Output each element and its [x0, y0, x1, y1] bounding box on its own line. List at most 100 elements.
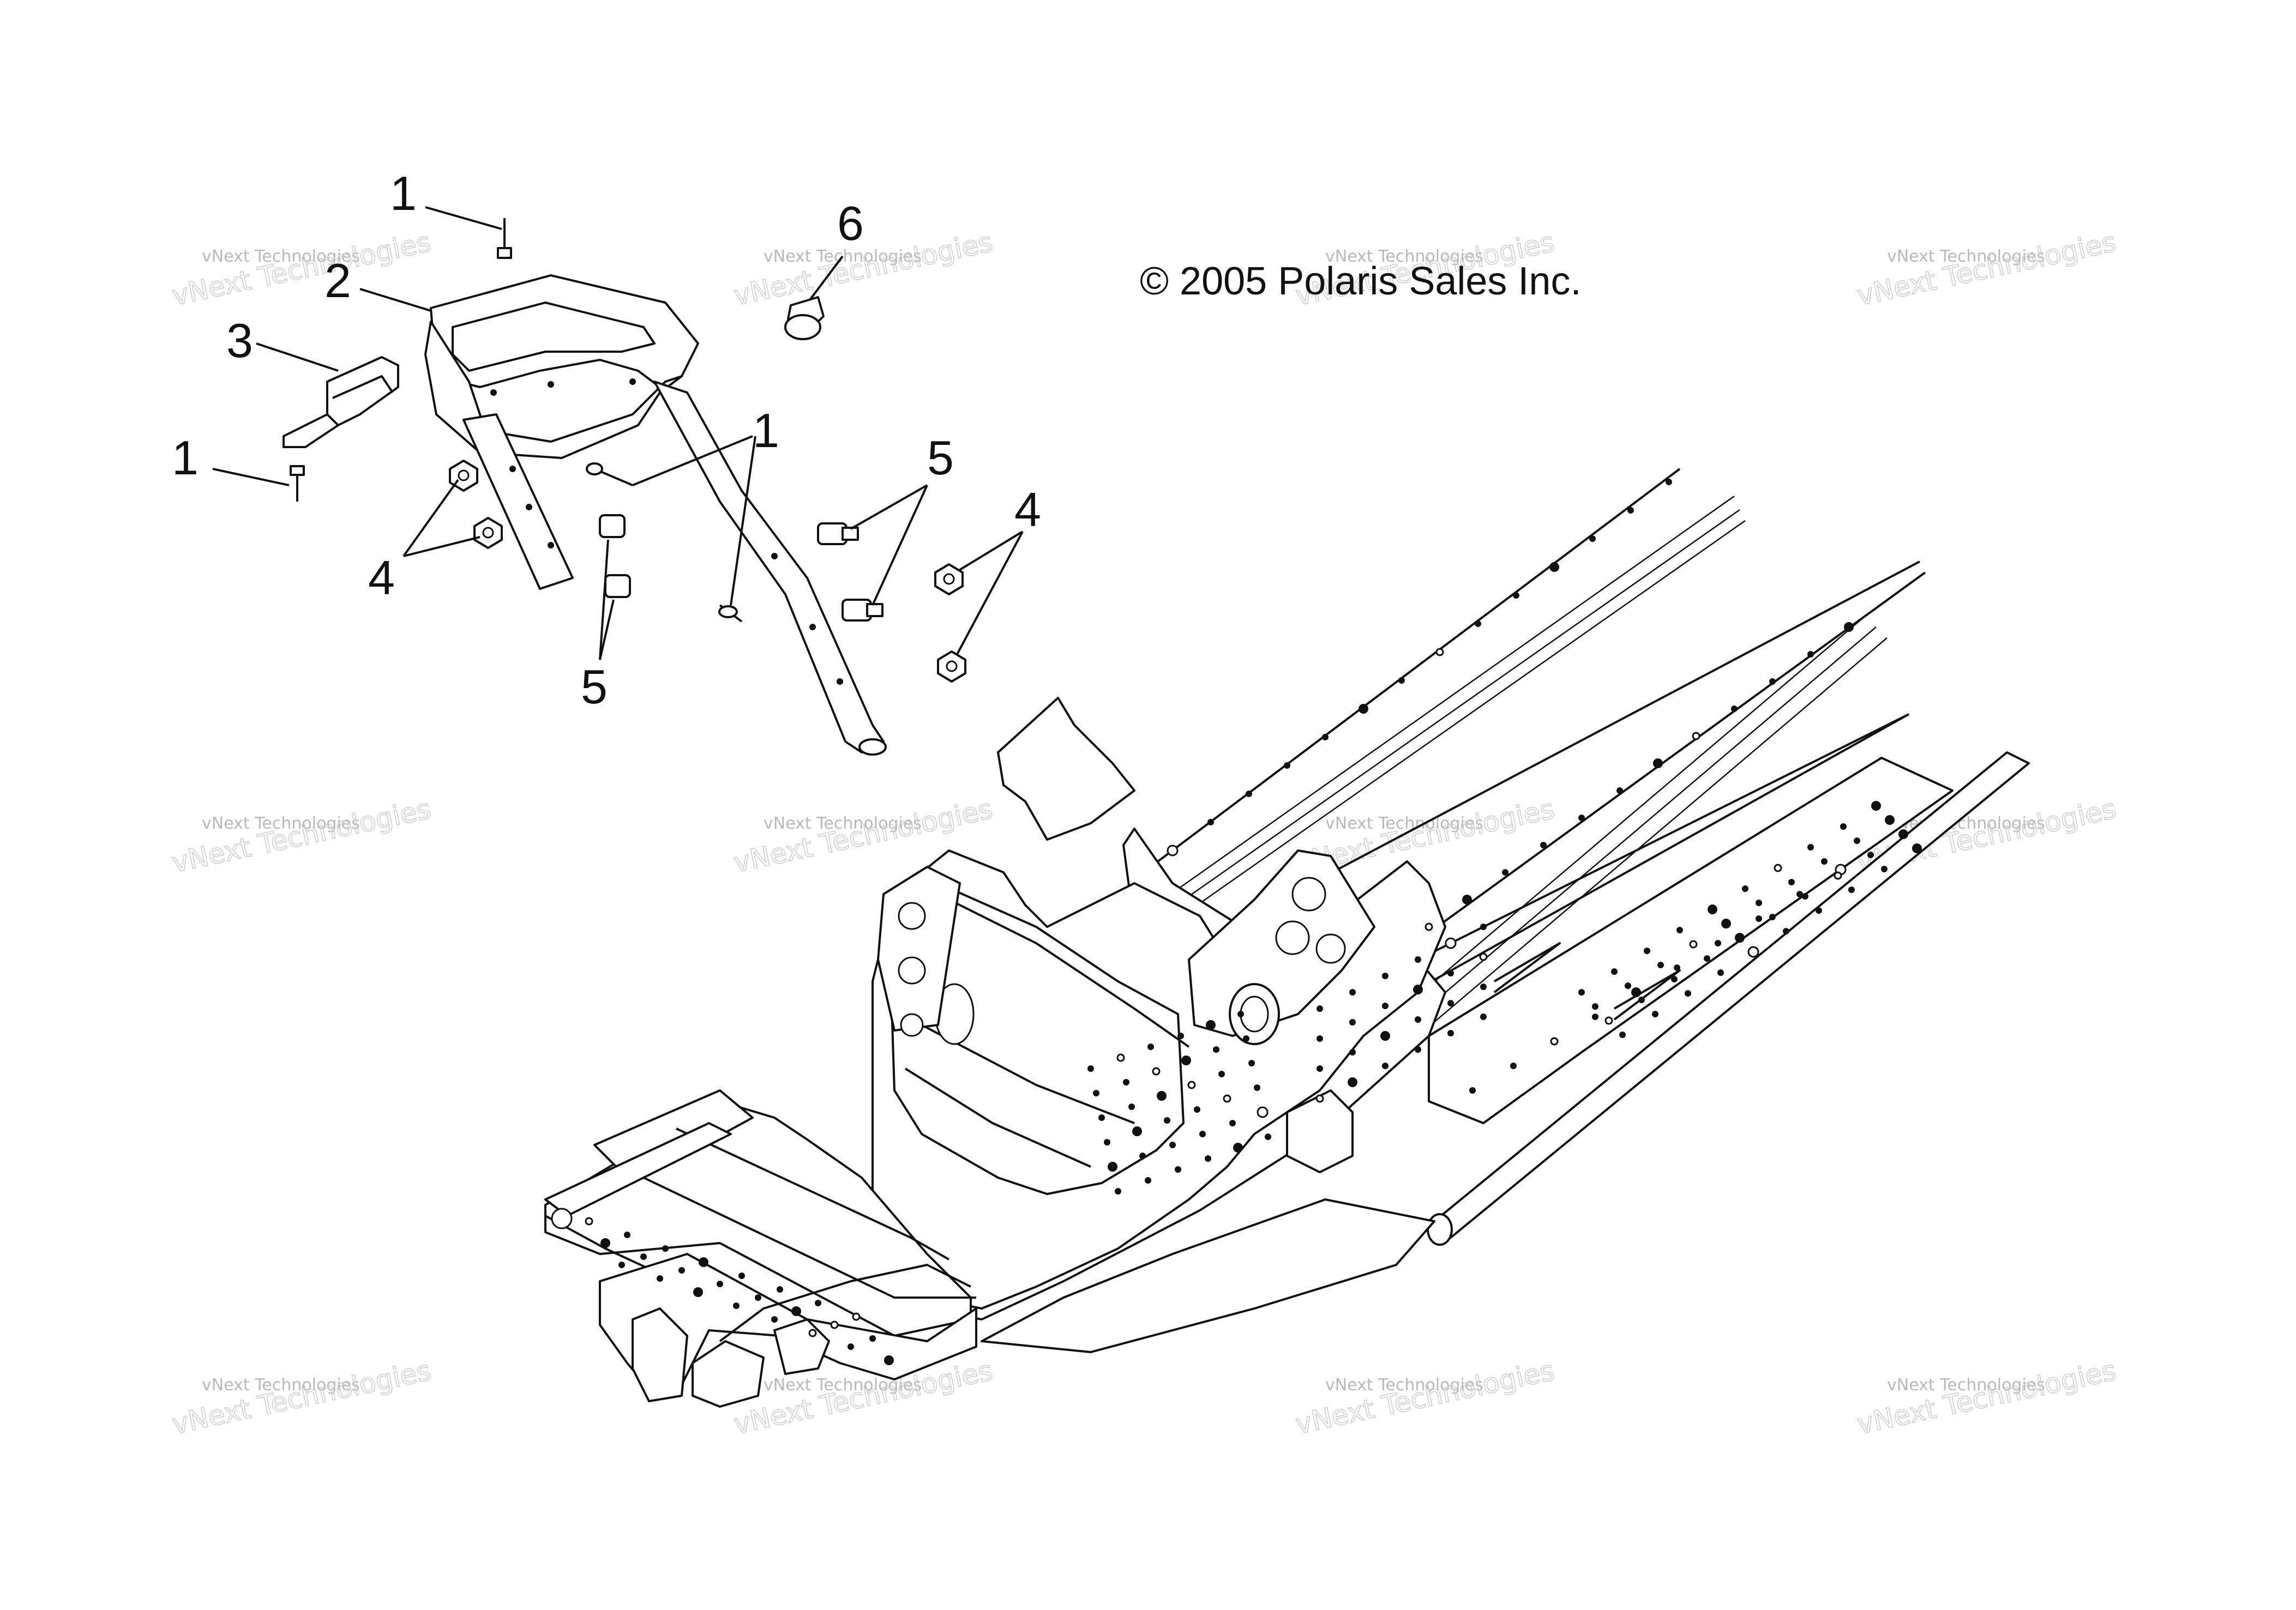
rivet-hole [717, 1281, 723, 1287]
leader-2 [359, 288, 431, 312]
bolt-left-bottom [604, 574, 631, 598]
callout-3: 3 [226, 313, 253, 367]
rivet-hole [815, 1300, 821, 1306]
rivet-hole [1167, 845, 1179, 857]
rivet-hole [640, 1253, 647, 1260]
running-board-slot-2 [1493, 942, 1561, 993]
rivet-hole [1708, 905, 1717, 914]
leader-4-left-a [402, 479, 459, 557]
rivet-hole [1132, 1126, 1142, 1136]
rivet-hole [1816, 907, 1822, 914]
rivet-hole [1317, 1035, 1323, 1042]
tunnel-rail-11 [1363, 713, 1909, 1021]
bumper-loop-inner [452, 302, 656, 372]
rivet-hole [1382, 1063, 1389, 1069]
rivet-hole [1774, 864, 1782, 872]
bumper-loop [424, 274, 887, 756]
rivet-hole [1315, 1094, 1324, 1103]
rivet-hole [1177, 1033, 1184, 1039]
rivet-hole [1657, 962, 1664, 968]
tunnel-rail-10 [1417, 713, 1909, 961]
leader-4-right-a [959, 530, 1024, 571]
rivet-hole [1627, 507, 1634, 514]
rivet-hole [1447, 1030, 1454, 1036]
rivet-hole [852, 1312, 861, 1321]
post-hole-1 [898, 902, 926, 930]
callout-6: 6 [837, 196, 864, 250]
rivet-hole [1116, 1053, 1125, 1062]
rivet-hole [1611, 968, 1618, 975]
callout-labels: 1 2 3 1 1 4 5 6 5 4 [172, 166, 1041, 714]
rivet-hole [1359, 704, 1368, 714]
rivet-hole [1881, 866, 1888, 872]
tunnel-rail-8 [1417, 637, 1888, 1036]
floor-crease-1 [643, 1177, 976, 1299]
svg-text:vNext Technologies: vNext Technologies [764, 814, 922, 833]
rivet-hole [1123, 1079, 1129, 1086]
svg-text:vNext Technologies: vNext Technologies [1325, 1376, 1483, 1395]
rivet-hole [1218, 1071, 1225, 1077]
bracket-leg-left [632, 1307, 688, 1402]
leader-5-right-b [871, 485, 928, 606]
leader-4-right-b [956, 531, 1024, 655]
nut-left-bottom [473, 517, 503, 549]
rivet-hole [1152, 1067, 1161, 1076]
rivet-hole [1257, 1106, 1269, 1118]
mount-hole-2 [1275, 920, 1310, 955]
callout-1-left: 1 [172, 431, 199, 485]
rivet-hole [884, 1355, 894, 1365]
front-bulkhead [544, 697, 1446, 1408]
rivet-hole [1619, 1032, 1626, 1038]
rivet-hole [1807, 844, 1814, 851]
rivet-hole [777, 1286, 783, 1293]
watermark-r2c1: vNext Technologies vNext Technologies [169, 793, 434, 879]
rivet-hole [618, 1262, 625, 1268]
tunnel-rail-9 [1406, 571, 1926, 950]
rivet-hole [1592, 1014, 1598, 1020]
rivet-hole [1382, 1003, 1389, 1009]
leader-1-center-b [730, 436, 756, 606]
rivet-hole [1462, 895, 1472, 905]
rivet-hole [1796, 891, 1803, 897]
rivet-hole [1692, 732, 1700, 740]
rivet-hole [1229, 1120, 1236, 1126]
rivet-hole [1671, 976, 1678, 982]
copyright-text: © 2005 Polaris Sales Inc. [1140, 260, 1581, 303]
rivet-hole [1769, 678, 1776, 685]
rivet-hole [1756, 900, 1762, 906]
svg-text:vNext Technologies: vNext Technologies [1325, 814, 1483, 833]
rivet-hole [771, 1316, 778, 1323]
rivet-hole [1510, 1063, 1517, 1069]
rivet-hole [1854, 837, 1860, 844]
leader-1-top [425, 206, 502, 230]
leader-5-left-b [599, 599, 615, 660]
rivet-hole [1834, 871, 1842, 880]
mount-bearing-inner [1240, 996, 1269, 1033]
rivet-hole [1769, 914, 1776, 920]
rivet-hole [1243, 1035, 1249, 1042]
nut-right-top [934, 563, 964, 595]
rivet-hole [1848, 887, 1855, 893]
rivet-hole [1093, 1090, 1099, 1096]
svg-text:vNext Technologies: vNext Technologies [202, 814, 360, 833]
rivet-hole [1540, 842, 1547, 848]
bracket-body [326, 356, 399, 426]
tunnel-rail-1 [1128, 468, 1681, 884]
callout-4-left: 4 [368, 551, 395, 605]
rivet-hole [1731, 705, 1738, 712]
rivet-hole [1322, 734, 1329, 740]
svg-text:vNext Technologies: vNext Technologies [169, 1355, 434, 1440]
rivet-hole [1317, 1005, 1323, 1012]
rivet-hole [1592, 1003, 1598, 1010]
rivet-hole [1139, 1153, 1146, 1159]
rivet-hole [1867, 852, 1874, 858]
bracket [283, 356, 399, 448]
callout-4-right: 4 [1014, 483, 1041, 536]
inner-frame-edge-3 [904, 1068, 1091, 1168]
rivet-hole [1821, 858, 1828, 865]
rivet-hole [1480, 1014, 1487, 1020]
rivet-hole [1237, 1011, 1244, 1017]
rivet-hole [1128, 1104, 1135, 1110]
rivet-hole [1674, 964, 1680, 971]
